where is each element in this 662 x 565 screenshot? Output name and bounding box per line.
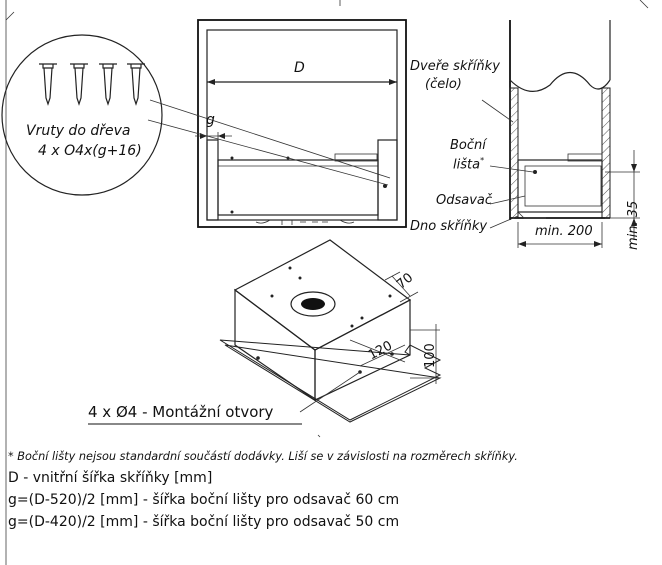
screws-label-line1: Vruty do dřeva xyxy=(26,123,131,139)
door-label-line2: (čelo) xyxy=(425,77,462,92)
screws-label-line2: 4 x O4x(g+16) xyxy=(38,143,142,159)
dimension-d-label: D xyxy=(294,60,305,76)
rail-label-line2: lišta* xyxy=(453,156,485,173)
rail-label-line1: Boční xyxy=(450,138,486,153)
dimension-100-label: 100 xyxy=(423,343,438,368)
note-line-1: D - vnitřní šířka skříňky [mm] xyxy=(8,470,213,486)
footnote: * Boční lišty nejsou standardní součástí… xyxy=(8,450,518,463)
cabinet-bottom-label: Dno skříňky xyxy=(410,219,488,234)
mounting-holes-label: 4 x Ø4 - Montážní otvory xyxy=(88,403,274,421)
min-200-label: min. 200 xyxy=(535,224,593,239)
min-35-label: min. 35 xyxy=(626,200,641,250)
door-label-line1: Dveře skříňky xyxy=(410,59,500,74)
cabinet-side-view xyxy=(481,20,640,248)
cabinet-front-view xyxy=(147,19,407,228)
note-line-2: g=(D-520)/2 [mm] - šířka boční lišty pro… xyxy=(8,492,400,508)
hood-isometric-view xyxy=(219,239,442,423)
note-line-3: g=(D-420)/2 [mm] - šířka boční lišty pro… xyxy=(8,514,400,530)
screws-callout xyxy=(1,34,163,196)
dimension-g-label: g xyxy=(206,112,215,128)
hood-label: Odsavač xyxy=(436,193,493,208)
